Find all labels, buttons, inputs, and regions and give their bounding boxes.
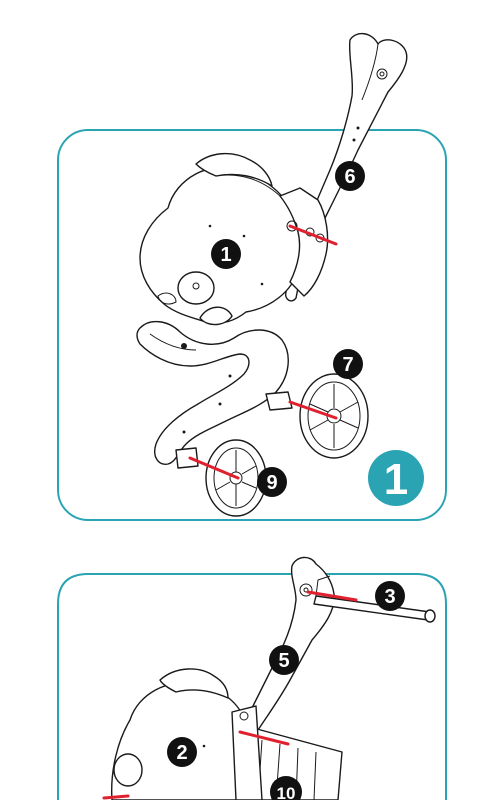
shell-part-2 bbox=[110, 668, 251, 800]
callout-2: 2 bbox=[167, 737, 197, 767]
marker-shell-bolt bbox=[238, 730, 290, 746]
callout-10: 10 bbox=[270, 776, 302, 800]
callout-9: 9 bbox=[257, 467, 287, 497]
step-1-frame bbox=[57, 129, 447, 521]
svg-text:5: 5 bbox=[278, 650, 289, 672]
basket-part bbox=[231, 705, 343, 800]
svg-text:7: 7 bbox=[342, 354, 353, 376]
callout-7: 7 bbox=[333, 349, 363, 379]
svg-text:6: 6 bbox=[344, 166, 355, 188]
bracket-part bbox=[279, 187, 329, 297]
callout-1: 1 bbox=[211, 239, 241, 269]
marker-push-bar bbox=[306, 590, 358, 602]
svg-text:9: 9 bbox=[266, 472, 277, 494]
callout-6: 6 bbox=[335, 161, 365, 191]
marker-rear-axle bbox=[288, 400, 338, 420]
callout-3: 3 bbox=[375, 581, 405, 611]
svg-text:10: 10 bbox=[277, 784, 296, 800]
svg-text:1: 1 bbox=[220, 244, 231, 266]
marker-front-axle bbox=[188, 456, 240, 480]
step-2-frame bbox=[57, 573, 447, 800]
marker-handle-bolt bbox=[288, 224, 338, 246]
step-badge: 1 bbox=[368, 450, 424, 506]
frame-part bbox=[136, 321, 289, 465]
svg-text:2: 2 bbox=[176, 742, 187, 764]
svg-text:1: 1 bbox=[384, 455, 408, 504]
svg-text:3: 3 bbox=[384, 586, 395, 608]
callout-5: 5 bbox=[269, 645, 299, 675]
marker-side-bolt bbox=[102, 794, 130, 800]
push-bar-part bbox=[313, 575, 436, 623]
shell-part bbox=[139, 153, 301, 326]
